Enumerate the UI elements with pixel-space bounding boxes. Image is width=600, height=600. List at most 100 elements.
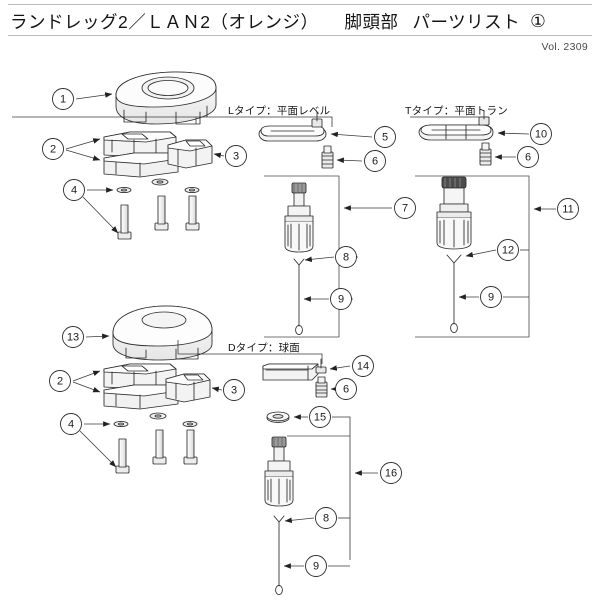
- callout-10[interactable]: 10: [530, 123, 552, 145]
- callout-3[interactable]: 3: [223, 379, 245, 401]
- callout-9[interactable]: 9: [480, 286, 502, 308]
- callout-6[interactable]: 6: [517, 146, 539, 168]
- leader-10: [497, 130, 530, 137]
- part-16-leveler: [264, 436, 294, 507]
- callout-number: 2: [57, 376, 63, 388]
- part-4-hardware-lower: [113, 412, 198, 474]
- callout-circle: [223, 379, 245, 401]
- part-5-l-ring: [258, 111, 327, 142]
- callout-number: 3: [231, 385, 237, 397]
- callout-number: 11: [562, 204, 573, 216]
- connector-l-type: [232, 116, 333, 127]
- callout-circle: [315, 507, 337, 529]
- callout-circle: [335, 246, 357, 268]
- part-8-wire-crimp-d: [273, 515, 285, 531]
- page-title: ランドレッグ2／ＬＡＮ2（オレンジ） 脚頭部 パーツリスト ①: [10, 8, 594, 34]
- callout-1[interactable]: 1: [52, 88, 74, 110]
- callout-number: 15: [314, 412, 326, 424]
- callout-8[interactable]: 8: [335, 246, 357, 268]
- callout-number: 6: [525, 152, 531, 164]
- label-t-type: Tタイプ：平面トラン: [405, 105, 508, 117]
- callout-4[interactable]: 4: [63, 179, 85, 201]
- leader-4d: [79, 430, 117, 468]
- callout-8[interactable]: 8: [315, 507, 337, 529]
- title-section: 脚頭部: [344, 11, 399, 32]
- leader-4b: [82, 196, 119, 234]
- connector-t-type: [410, 116, 490, 125]
- callout-6[interactable]: 6: [335, 378, 357, 400]
- part-9-wire-d: [275, 529, 283, 596]
- title-document-type: パーツリスト: [412, 11, 521, 32]
- connector-d-type: [232, 353, 323, 364]
- part-9-wire-t: [450, 271, 458, 334]
- callout-number: 13: [67, 332, 79, 344]
- callout-number: 16: [385, 468, 397, 480]
- label-l-type: Lタイプ：平面レベル: [228, 105, 331, 117]
- leader-6-l: [336, 157, 363, 164]
- callout-number: 14: [357, 361, 369, 373]
- callout-circle: [305, 555, 327, 577]
- callout-9[interactable]: 9: [305, 555, 327, 577]
- part-6-stud-d: [315, 376, 328, 398]
- part-13-dome-cap: [112, 305, 213, 361]
- part-12-wire-crimp-t: [446, 254, 462, 273]
- part-15-washer: [266, 411, 290, 423]
- callout-14[interactable]: 14: [352, 355, 374, 377]
- callout-number: 4: [71, 185, 77, 197]
- callout-circle: [557, 198, 579, 220]
- callout-circle: [335, 378, 357, 400]
- part-10-t-ring: [418, 110, 494, 141]
- title-product: ランドレッグ2／ＬＡＮ2（オレンジ）: [10, 11, 319, 32]
- callout-5[interactable]: 5: [374, 126, 396, 148]
- leader-2a: [65, 138, 101, 150]
- callout-number: 2: [50, 144, 56, 156]
- leader-5: [330, 131, 373, 138]
- part-2-clamp-lower: [103, 363, 179, 410]
- leader-1: [75, 92, 113, 100]
- callout-circle: [62, 326, 84, 348]
- bracket-11: [415, 175, 530, 338]
- callout-number: 6: [343, 384, 349, 396]
- bracket-16-right: [332, 416, 351, 560]
- callout-circle: [364, 150, 386, 172]
- callout-circle: [380, 462, 402, 484]
- callout-4[interactable]: 4: [60, 413, 82, 435]
- callout-circle: [530, 123, 552, 145]
- callout-circle: [225, 145, 247, 167]
- callout-number: 8: [343, 252, 349, 264]
- part-14-d-bracket: [262, 358, 327, 381]
- label-d-type: Dタイプ：球面: [228, 342, 300, 354]
- callout-number: 7: [402, 203, 408, 215]
- callout-6[interactable]: 6: [364, 150, 386, 172]
- part-11-leveler: [436, 176, 472, 250]
- leader-2d: [72, 381, 101, 393]
- leader-8-d: [284, 517, 315, 524]
- leader-2c: [72, 370, 101, 382]
- leader-8-l: [304, 256, 335, 263]
- callout-circle: [480, 286, 502, 308]
- header-rule-top: [8, 4, 592, 5]
- callout-12[interactable]: 12: [497, 239, 519, 261]
- part-2-clamp-upper: [103, 131, 179, 178]
- callout-number: 4: [68, 419, 74, 431]
- part-9-wire-l: [295, 271, 303, 336]
- leader-3-lower: [211, 386, 223, 393]
- callout-2[interactable]: 2: [42, 138, 64, 160]
- callout-15[interactable]: 15: [309, 406, 331, 428]
- callout-2[interactable]: 2: [49, 370, 71, 392]
- callout-circle: [352, 355, 374, 377]
- callout-circle: [52, 88, 74, 110]
- callout-16[interactable]: 16: [380, 462, 402, 484]
- callout-9[interactable]: 9: [330, 288, 352, 310]
- callout-13[interactable]: 13: [62, 326, 84, 348]
- part-6-stud-t: [479, 142, 492, 166]
- callout-11[interactable]: 11: [557, 198, 579, 220]
- part-3-side-clamp: [167, 139, 213, 169]
- callout-circle: [497, 239, 519, 261]
- callout-number: 9: [313, 561, 319, 573]
- callout-3[interactable]: 3: [225, 145, 247, 167]
- callout-number: 9: [488, 292, 494, 304]
- callout-7[interactable]: 7: [394, 197, 416, 219]
